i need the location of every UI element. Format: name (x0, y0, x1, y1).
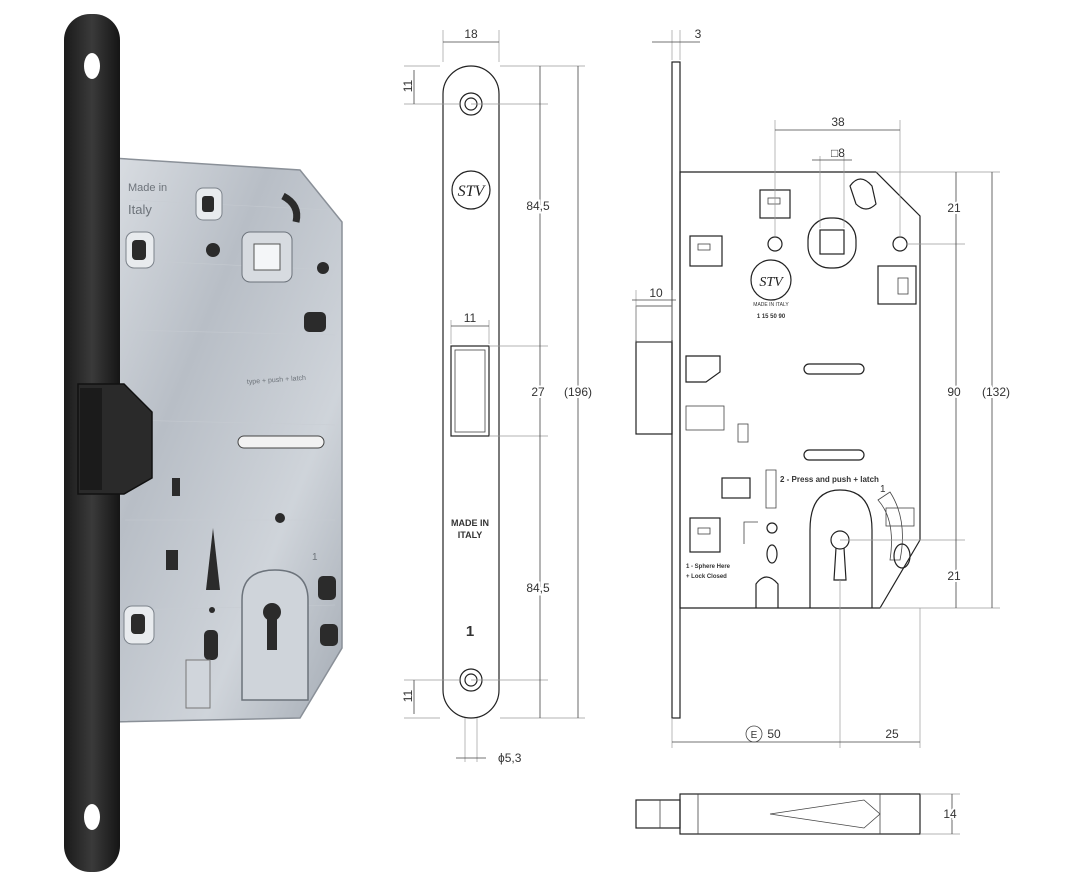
dim-square-8: □8 (831, 146, 845, 160)
dim-backset-50: 50 (767, 727, 781, 741)
dim-backset-e: E (751, 730, 758, 741)
case-made-in-italy: MADE IN ITALY (753, 302, 789, 308)
dim-faceplate-width: 18 (464, 27, 478, 41)
faceplate-italy: ITALY (458, 530, 483, 540)
case-text-italy: Italy (128, 202, 152, 217)
bottom-view (635, 793, 921, 835)
dim-latch-height: 27 (531, 385, 545, 399)
stv-logo-faceplate: STV (451, 170, 491, 210)
side-case-outline (679, 171, 921, 609)
case-cutouts (123, 187, 338, 709)
dim-latch-width: 11 (464, 311, 477, 325)
faceplate-outline (442, 65, 500, 719)
instruction-press-push: 2 - Press and push + latch (780, 475, 879, 484)
faceplate-bottom-hole (84, 804, 100, 830)
instruction-sphere: 1 - Sphere Here (686, 564, 731, 570)
dim-top-hole: 11 (401, 79, 415, 92)
dim-upper-spacing: 84,5 (526, 199, 550, 213)
dim-bottom-hole: 11 (401, 689, 415, 702)
dim-90: 90 (947, 385, 961, 399)
dim-hole-diameter: ϕ5,3 (498, 751, 522, 765)
case-text-made-in: Made in (128, 182, 167, 194)
faceplate-top-hole (84, 53, 100, 79)
case-code: 1 15 50 90 (757, 314, 786, 320)
dim-132: (132) (982, 385, 1010, 399)
case-text-one: 1 (312, 552, 318, 563)
faceplate-number: 1 (466, 623, 474, 640)
stv-logo-case: STV (750, 259, 792, 301)
dim-latch-10: 10 (649, 286, 663, 300)
dim-plate-thickness: 3 (695, 27, 702, 41)
dim-21-bottom: 21 (947, 569, 961, 583)
backset-e-circle (745, 725, 763, 743)
side-latch (635, 341, 673, 435)
instruction-lock-closed: + Lock Closed (686, 574, 727, 580)
faceplate-latch-window (450, 345, 490, 437)
case-number-one: 1 (880, 484, 886, 495)
side-faceplate-edge (671, 61, 681, 719)
svg-text:STV: STV (458, 183, 487, 200)
dim-25: 25 (885, 727, 899, 741)
svg-text:STV: STV (759, 275, 784, 290)
dim-lower-spacing: 84,5 (526, 581, 550, 595)
dim-14: 14 (943, 807, 957, 821)
dim-21-top: 21 (947, 201, 961, 215)
side-spindle-hub (807, 217, 857, 269)
side-cylinder-cutout (809, 489, 873, 608)
faceplate-made-in: MADE IN (451, 518, 489, 528)
case-text-instruction: type + push + latch (247, 375, 307, 386)
dim-spacing-38: 38 (831, 115, 845, 129)
dim-total-height: (196) (564, 385, 592, 399)
